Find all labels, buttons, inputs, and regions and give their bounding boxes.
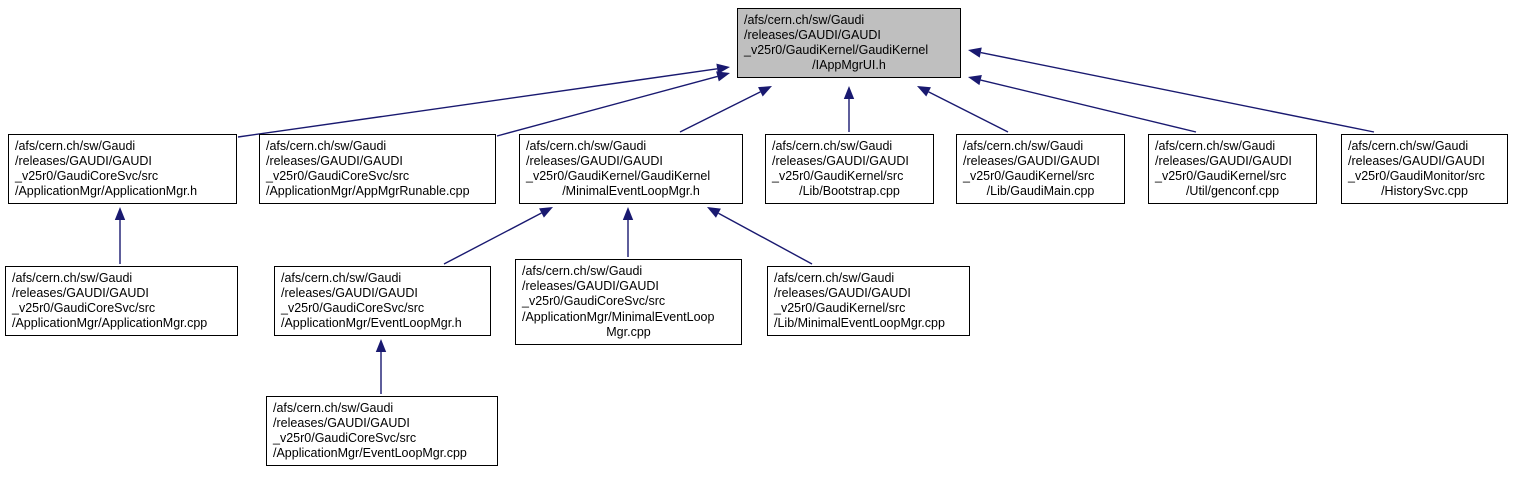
node-label-line: /afs/cern.ch/sw/Gaudi — [1155, 138, 1276, 153]
node-label-line: /afs/cern.ch/sw/Gaudi — [772, 138, 893, 153]
node-appmgrrunable-cpp[interactable]: /afs/cern.ch/sw/Gaudi/releases/GAUDI/GAU… — [259, 134, 496, 204]
node-label-line: /releases/GAUDI/GAUDI — [266, 153, 403, 168]
node-label-line: /ApplicationMgr/MinimalEventLoop — [522, 309, 715, 324]
node-label-line: /afs/cern.ch/sw/Gaudi — [266, 138, 387, 153]
node-gaudimain-cpp[interactable]: /afs/cern.ch/sw/Gaudi/releases/GAUDI/GAU… — [956, 134, 1125, 204]
node-minimaleventloopmgr-cpp[interactable]: /afs/cern.ch/sw/Gaudi/releases/GAUDI/GAU… — [515, 259, 742, 345]
node-label-line: /Lib/GaudiMain.cpp — [986, 184, 1095, 199]
edge-eventloopmgr-cpp-to-eventloopmgr-h — [375, 339, 387, 394]
node-lib-minimaleventloopmgr-cpp[interactable]: /afs/cern.ch/sw/Gaudi/releases/GAUDI/GAU… — [767, 266, 970, 336]
node-label-line: /afs/cern.ch/sw/Gaudi — [963, 138, 1084, 153]
node-label-line: /HistorySvc.cpp — [1381, 184, 1468, 199]
edge-lib-minimaleventloopmgr-cpp-to-minimaleventloopmgr-h — [707, 207, 813, 265]
node-eventloopmgr-cpp[interactable]: /afs/cern.ch/sw/Gaudi/releases/GAUDI/GAU… — [266, 396, 498, 466]
node-label-line: /afs/cern.ch/sw/Gaudi — [281, 270, 402, 285]
node-label-line: /IAppMgrUI.h — [812, 58, 886, 73]
node-label-line: /releases/GAUDI/GAUDI — [1348, 153, 1485, 168]
node-label-line: /MinimalEventLoopMgr.h — [562, 184, 700, 199]
node-label-line: _v25r0/GaudiCoreSvc/src — [281, 301, 425, 315]
node-label-line: _v25r0/GaudiCoreSvc/src — [273, 431, 417, 445]
node-label-line: _v25r0/GaudiKernel/src — [774, 301, 906, 315]
node-applicationmgr-cpp[interactable]: /afs/cern.ch/sw/Gaudi/releases/GAUDI/GAU… — [5, 266, 238, 336]
node-label-line: /ApplicationMgr/EventLoopMgr.h — [281, 316, 462, 331]
node-label-line: /afs/cern.ch/sw/Gaudi — [15, 138, 136, 153]
node-label-line: /afs/cern.ch/sw/Gaudi — [744, 12, 865, 27]
node-label-line: /ApplicationMgr/EventLoopMgr.cpp — [273, 446, 467, 461]
node-label-line: Mgr.cpp — [606, 324, 651, 339]
node-label-line: _v25r0/GaudiCoreSvc/src — [266, 169, 410, 183]
node-label-line: _v25r0/GaudiMonitor/src — [1348, 169, 1485, 183]
node-label-line: _v25r0/GaudiCoreSvc/src — [15, 169, 159, 183]
node-label-line: _v25r0/GaudiKernel/GaudiKernel — [744, 43, 929, 57]
edge-minimaleventloopmgr-h-to-iappmgrui-h — [679, 86, 772, 133]
node-label-line: /releases/GAUDI/GAUDI — [772, 153, 909, 168]
node-label-line: _v25r0/GaudiCoreSvc/src — [12, 301, 156, 315]
node-iappmgrui-h[interactable]: /afs/cern.ch/sw/Gaudi/releases/GAUDI/GAU… — [737, 8, 961, 78]
node-label-line: _v25r0/GaudiKernel/src — [963, 169, 1095, 183]
node-label-line: /afs/cern.ch/sw/Gaudi — [273, 400, 394, 415]
edge-gaudimain-cpp-to-iappmgrui-h — [917, 86, 1009, 133]
node-label-line: /ApplicationMgr/ApplicationMgr.h — [15, 184, 198, 199]
node-label-line: /releases/GAUDI/GAUDI — [12, 285, 149, 300]
node-label-line: /afs/cern.ch/sw/Gaudi — [526, 138, 647, 153]
node-label-line: /releases/GAUDI/GAUDI — [526, 153, 663, 168]
node-eventloopmgr-h[interactable]: /afs/cern.ch/sw/Gaudi/releases/GAUDI/GAU… — [274, 266, 491, 336]
node-label-line: /releases/GAUDI/GAUDI — [1155, 153, 1292, 168]
node-label-line: /ApplicationMgr/ApplicationMgr.cpp — [12, 316, 208, 331]
node-label-line: /releases/GAUDI/GAUDI — [273, 415, 410, 430]
node-label-line: /afs/cern.ch/sw/Gaudi — [1348, 138, 1469, 153]
node-label-line: /Util/genconf.cpp — [1185, 184, 1280, 199]
node-label-line: _v25r0/GaudiKernel/src — [772, 169, 904, 183]
edge-applicationmgr-h-to-iappmgrui-h — [237, 63, 730, 138]
node-label-line: _v25r0/GaudiCoreSvc/src — [522, 294, 666, 309]
edge-appmgrrunable-cpp-to-iappmgrui-h — [496, 71, 730, 137]
edge-applicationmgr-cpp-to-applicationmgr-h — [114, 207, 126, 264]
edge-genconf-cpp-to-iappmgrui-h — [968, 74, 1197, 133]
node-label-line: /releases/GAUDI/GAUDI — [774, 285, 911, 300]
node-minimaleventloopmgr-h[interactable]: /afs/cern.ch/sw/Gaudi/releases/GAUDI/GAU… — [519, 134, 743, 204]
node-historysvc-cpp[interactable]: /afs/cern.ch/sw/Gaudi/releases/GAUDI/GAU… — [1341, 134, 1508, 204]
node-label-line: /releases/GAUDI/GAUDI — [522, 279, 659, 294]
node-label-line: /releases/GAUDI/GAUDI — [281, 285, 418, 300]
node-label-line: /releases/GAUDI/GAUDI — [744, 27, 881, 42]
node-label-line: /releases/GAUDI/GAUDI — [15, 153, 152, 168]
node-label-line: /afs/cern.ch/sw/Gaudi — [522, 263, 643, 278]
node-label-line: /releases/GAUDI/GAUDI — [963, 153, 1100, 168]
edge-minimaleventloopmgr-cpp-to-minimaleventloopmgr-h — [622, 207, 634, 257]
node-label-line: _v25r0/GaudiKernel/src — [1155, 169, 1287, 183]
node-bootstrap-cpp[interactable]: /afs/cern.ch/sw/Gaudi/releases/GAUDI/GAU… — [765, 134, 934, 204]
node-genconf-cpp[interactable]: /afs/cern.ch/sw/Gaudi/releases/GAUDI/GAU… — [1148, 134, 1317, 204]
edge-bootstrap-cpp-to-iappmgrui-h — [843, 86, 855, 132]
node-label-line: _v25r0/GaudiKernel/GaudiKernel — [526, 169, 711, 183]
node-label-line: /afs/cern.ch/sw/Gaudi — [12, 270, 133, 285]
node-label-line: /Lib/MinimalEventLoopMgr.cpp — [774, 316, 945, 331]
node-label-line: /Lib/Bootstrap.cpp — [799, 184, 900, 199]
edge-eventloopmgr-h-to-appmgrrunable-cpp — [443, 207, 553, 265]
node-applicationmgr-h[interactable]: /afs/cern.ch/sw/Gaudi/releases/GAUDI/GAU… — [8, 134, 237, 204]
node-label-line: /ApplicationMgr/AppMgrRunable.cpp — [266, 184, 470, 199]
node-label-line: /afs/cern.ch/sw/Gaudi — [774, 270, 895, 285]
edge-historysvc-cpp-to-iappmgrui-h — [968, 47, 1375, 133]
